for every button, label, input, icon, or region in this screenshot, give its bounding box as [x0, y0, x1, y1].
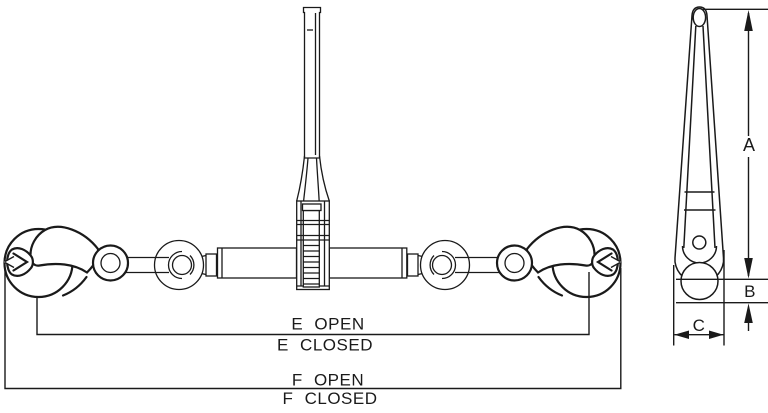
side-view	[674, 6, 725, 301]
dimension-b: B	[676, 282, 768, 331]
c-label: C	[693, 316, 706, 335]
dimension-a: A	[676, 8, 768, 280]
f-closed-label: F CLOSED	[282, 389, 377, 408]
ratchet-handle	[296, 6, 330, 205]
arrowhead-up-icon	[744, 303, 753, 323]
dimension-f: F OPEN F CLOSED	[4, 268, 622, 408]
hook-fork-tip	[4, 247, 34, 277]
left-eye-link	[118, 239, 218, 291]
barrel-left	[216, 247, 298, 279]
handle-crossbars	[684, 191, 716, 211]
e-closed-label: E CLOSED	[277, 336, 373, 355]
ratchet-rack	[296, 203, 330, 288]
b-label: B	[744, 282, 756, 301]
left-grab-hook	[3, 225, 130, 299]
rack-teeth	[303, 244, 320, 285]
arrowhead-up-icon	[744, 10, 753, 31]
barrel-right	[328, 247, 408, 279]
large-pivot-hole	[680, 261, 719, 301]
a-label: A	[743, 135, 755, 155]
front-view	[3, 6, 623, 299]
e-open-label: E OPEN	[291, 315, 364, 334]
hook-eye-hole	[100, 252, 121, 274]
arrowhead-right-icon	[709, 330, 724, 339]
handle-grip-hole	[692, 7, 707, 28]
ratchet-housing	[296, 200, 330, 291]
f-open-label: F OPEN	[292, 371, 364, 390]
arrowhead-down-icon	[744, 258, 753, 279]
dimension-c: C	[673, 250, 725, 346]
hook-waist	[61, 275, 88, 297]
right-eye-link	[406, 239, 507, 291]
dimension-e: E OPEN E CLOSED	[36, 272, 590, 355]
arrowhead-left-icon	[674, 330, 689, 339]
right-grab-hook	[495, 225, 623, 299]
small-pivot-hole	[692, 235, 707, 250]
